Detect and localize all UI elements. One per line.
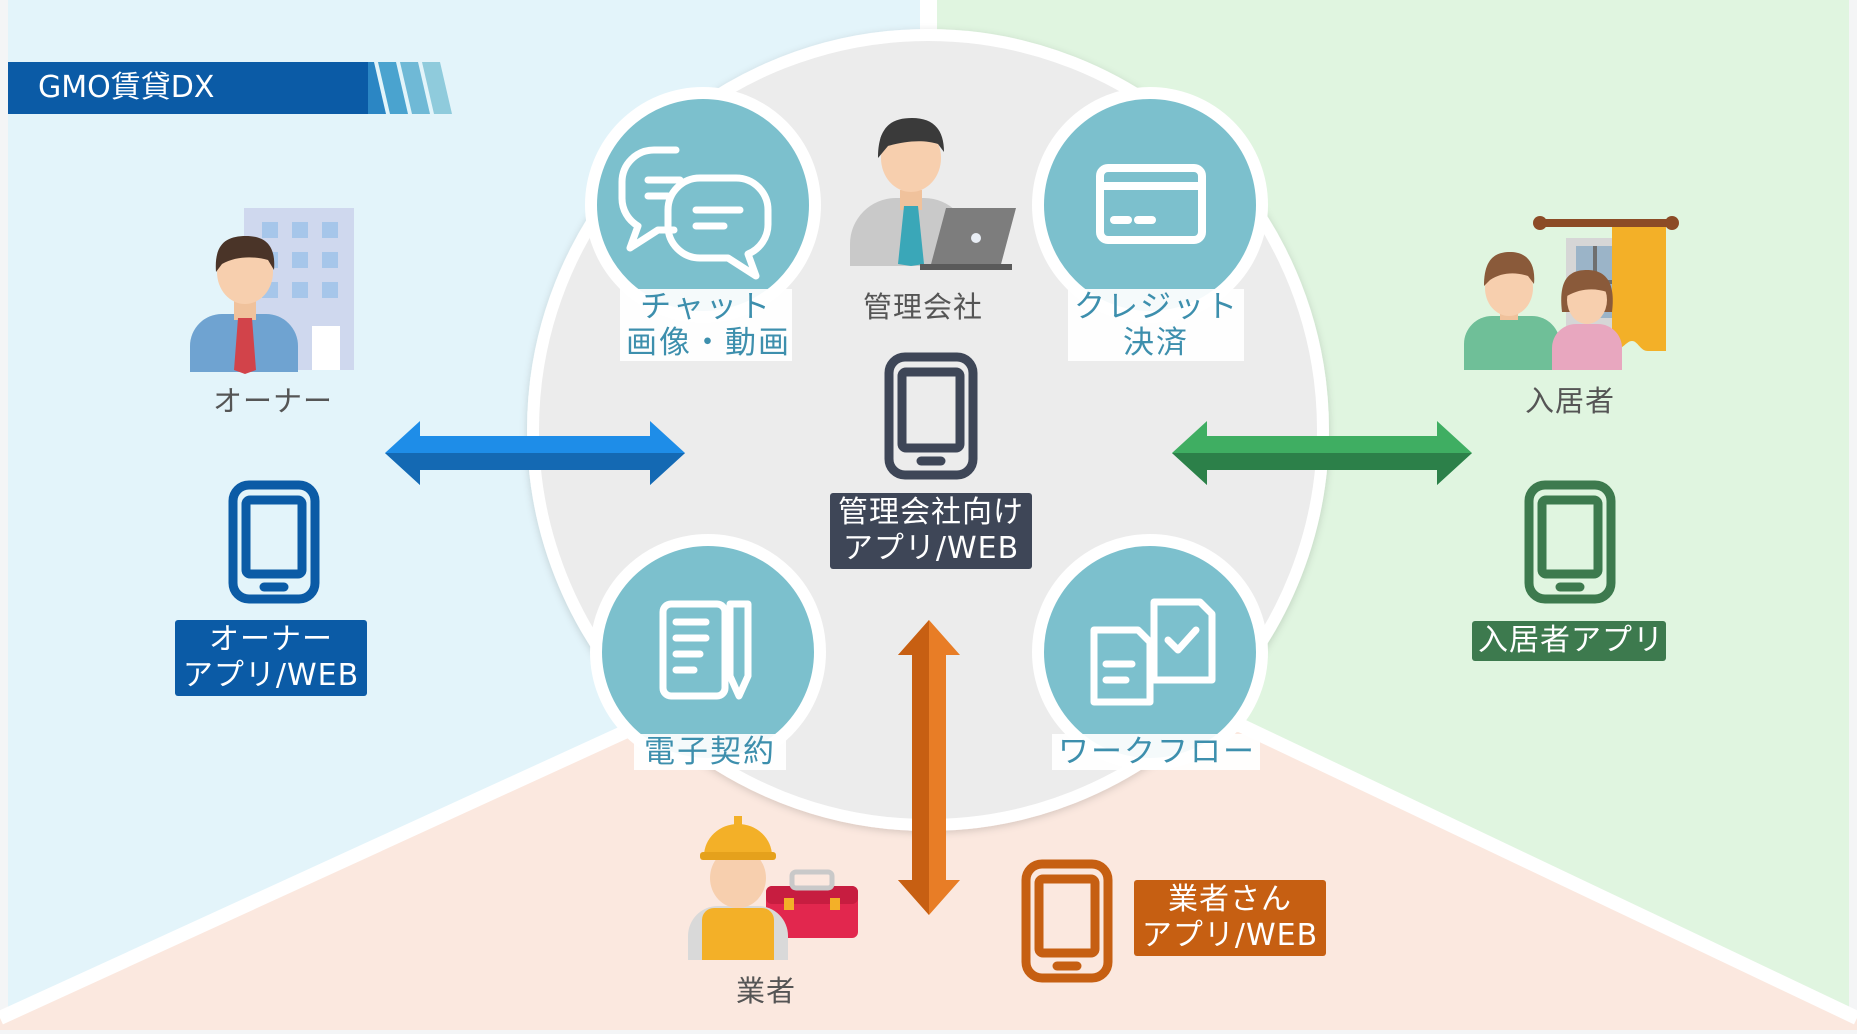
owner-label: オーナー bbox=[212, 384, 333, 418]
center-phone-icon bbox=[884, 352, 978, 480]
chat-feature-label: チャット 画像・動画 bbox=[620, 289, 792, 361]
contract-feature-circle bbox=[590, 534, 826, 770]
credit-feature-label-line1: クレジット bbox=[1074, 289, 1239, 325]
resident-label: 入居者 bbox=[1524, 384, 1615, 418]
center-app-label-line1: 管理会社向け bbox=[838, 495, 1024, 530]
contract-feature-label: 電子契約 bbox=[634, 734, 786, 770]
workflow-documents-icon bbox=[1090, 598, 1216, 706]
app-title-bar: GMO賃貸DX bbox=[8, 62, 368, 114]
vendor-worker-icon bbox=[688, 816, 858, 960]
credit-feature-label: クレジット 決済 bbox=[1068, 289, 1244, 361]
vendor-app-label-line2: アプリ/WEB bbox=[1141, 918, 1319, 953]
resident-app-label: 入居者アプリ bbox=[1472, 621, 1666, 661]
vendor-phone-icon bbox=[1021, 859, 1113, 983]
workflow-feature-label: ワークフロー bbox=[1052, 734, 1260, 770]
contract-icon bbox=[659, 600, 752, 700]
owner-center-double-arrow bbox=[385, 421, 685, 485]
credit-feature-circle bbox=[1032, 87, 1268, 323]
vendor-app-label: 業者さん アプリ/WEB bbox=[1134, 880, 1326, 956]
vendor-label: 業者 bbox=[735, 974, 796, 1008]
resident-phone-icon bbox=[1524, 480, 1616, 604]
center-app-label: 管理会社向け アプリ/WEB bbox=[830, 493, 1032, 569]
vendor-center-double-arrow bbox=[898, 620, 960, 915]
manager-label: 管理会社 bbox=[862, 290, 983, 324]
chat-feature-label-line1: チャット bbox=[640, 289, 772, 325]
center-app-label-line2: アプリ/WEB bbox=[842, 531, 1020, 566]
owner-app-label-line2: アプリ/WEB bbox=[182, 658, 360, 693]
credit-feature-label-line2: 決済 bbox=[1123, 325, 1189, 361]
owner-person-icon bbox=[190, 208, 354, 374]
owner-phone-icon bbox=[228, 480, 320, 604]
vendor-app-label-line1: 業者さん bbox=[1168, 882, 1292, 917]
chat-feature-label-line2: 画像・動画 bbox=[626, 325, 791, 361]
owner-app-label: オーナー アプリ/WEB bbox=[175, 620, 367, 696]
resident-center-double-arrow bbox=[1172, 421, 1472, 485]
credit-card-icon bbox=[1096, 164, 1206, 244]
owner-app-label-line1: オーナー bbox=[209, 622, 333, 657]
chat-icon bbox=[618, 146, 772, 280]
manager-person-icon bbox=[850, 118, 1016, 270]
resident-people-icon bbox=[1464, 216, 1679, 370]
app-title: GMO賃貸DX bbox=[38, 70, 215, 105]
